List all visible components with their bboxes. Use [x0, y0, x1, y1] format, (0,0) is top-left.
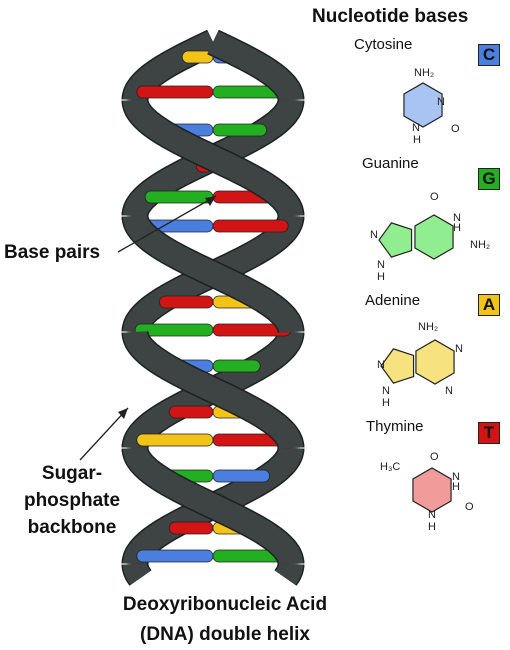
guanine-n-label-2: N [370, 229, 378, 241]
cytosine-h-label: H [413, 134, 421, 146]
caption-line1: Deoxyribonucleic Acid [122, 594, 328, 615]
cytosine-ring [403, 82, 443, 128]
thymine-o-label: O [430, 451, 439, 463]
guanine-h-label-2: H [377, 271, 385, 283]
diagram-caption: Deoxyribonucleic Acid (DNA) double helix [60, 590, 390, 650]
thymine-h-label: H [452, 481, 460, 493]
base-pairs-arrowhead [205, 196, 216, 206]
panel-title: Nucleotide bases [312, 6, 469, 27]
thymine-ring [412, 467, 452, 513]
base-pair-11-left [168, 405, 214, 419]
adenine-ring-5 [380, 348, 415, 384]
base-pair-8-left [158, 295, 214, 309]
adenine-n-label: N [455, 343, 463, 355]
base-pair-15-left [168, 521, 214, 535]
base-pair-16-left [136, 549, 214, 563]
base-pair-10-right [212, 359, 261, 373]
base-badge-a: A [478, 294, 500, 316]
base-pair-3-right [212, 123, 267, 137]
cytosine-n-label-2: N [412, 122, 420, 134]
base-pairs-label: Base pairs [4, 242, 101, 263]
guanine-n-label-3: N [377, 259, 385, 271]
base-name-cytosine: Cytosine [354, 36, 413, 53]
adenine-nh2-label: NH₂ [418, 321, 438, 333]
guanine-ring-5 [378, 222, 413, 258]
thymine-o-label-2: O [465, 501, 474, 513]
guanine-h-label: H [453, 222, 461, 234]
backbone-strand-2 [123, 331, 303, 449]
backbone-strand-2 [123, 99, 303, 217]
base-pair-2-left [136, 85, 214, 99]
cytosine-o-label: O [451, 123, 460, 135]
backbone-strand-1 [207, 31, 303, 101]
backbone-label-line3: backbone [27, 517, 117, 538]
cytosine-nh2-label: NH₂ [414, 67, 434, 79]
guanine-ring-6 [414, 214, 454, 260]
backbone-arrowhead [118, 408, 128, 419]
backbone-arrow [79, 407, 129, 461]
thymine-h-label-2: H [428, 521, 436, 533]
thymine-methyl-label: H₃C [380, 461, 400, 473]
base-pair-13-right [212, 469, 270, 483]
guanine-n-label: N [453, 212, 461, 224]
backbone-strand-1 [275, 563, 303, 585]
backbone-label: Sugar- phosphate backbone [2, 460, 142, 541]
backbone-strand-1 [123, 215, 303, 333]
base-pair-12-left [136, 433, 214, 447]
adenine-n-label-2: N [445, 385, 453, 397]
base-pair-5-left [144, 190, 214, 204]
caption-line2: (DNA) double helix [140, 624, 310, 645]
backbone-label-line1: Sugar- [41, 463, 103, 484]
backbone-strand-1 [123, 447, 303, 565]
adenine-ring-6 [415, 339, 455, 385]
adenine-n-label-3: N [377, 359, 385, 371]
base-pair-6-right [212, 219, 289, 233]
base-name-thymine: Thymine [366, 418, 424, 435]
guanine-nh2-label: NH₂ [470, 239, 490, 251]
guanine-o-label: O [430, 191, 439, 203]
base-badge-c: C [478, 44, 500, 66]
adenine-n-label-4: N [382, 385, 390, 397]
thymine-n-label: N [452, 471, 460, 483]
adenine-h-label: H [382, 397, 390, 409]
thymine-n-label-2: N [428, 509, 436, 521]
backbone-strand-2 [123, 563, 151, 585]
cytosine-n-label: N [437, 96, 445, 108]
base-badge-t: T [478, 422, 500, 444]
backbone-label-line2: phosphate [23, 490, 121, 511]
base-name-guanine: Guanine [362, 155, 419, 172]
base-pairs-arrow [117, 195, 217, 253]
base-badge-g: G [478, 168, 500, 190]
base-name-adenine: Adenine [365, 292, 421, 309]
